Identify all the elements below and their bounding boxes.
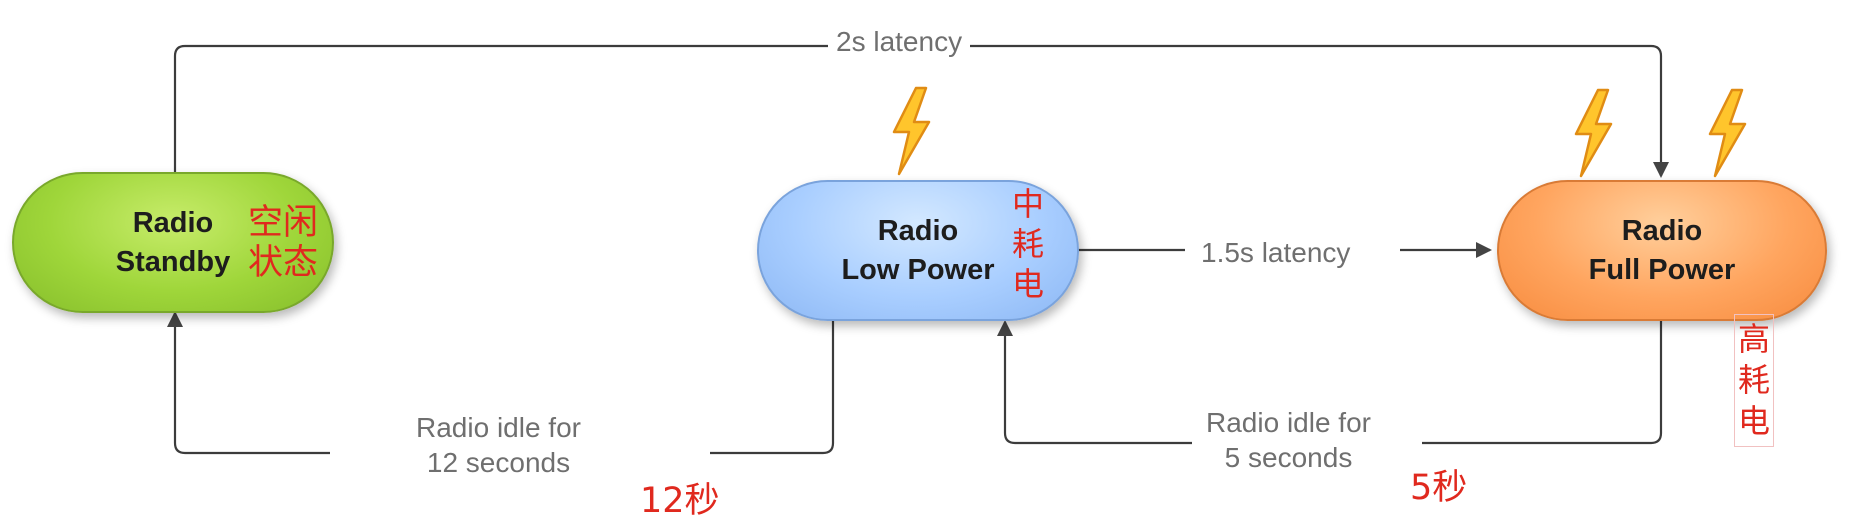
edge-full-to-low-arrow <box>997 320 1192 445</box>
annotation-line: 耗 <box>1012 225 1045 263</box>
edge-label-idle-5-seconds: Radio idle for 5 seconds <box>1198 405 1379 475</box>
annotation-line: 高 <box>1738 320 1771 358</box>
state-title: Radio <box>132 206 214 239</box>
state-radio-standby: Radio Standby <box>12 172 334 313</box>
annotation-standby: 空闲 状态 <box>248 203 318 283</box>
annotation-line: 电 <box>1012 265 1045 303</box>
state-title: Radio <box>1621 214 1703 247</box>
annotation-low-power: 中 耗 电 <box>1012 184 1044 304</box>
annotation-line: 电 <box>1738 402 1771 440</box>
state-title: Radio <box>877 214 959 247</box>
edge-label-line: 12 seconds <box>426 447 571 478</box>
lightning-bolt-icon <box>1574 88 1613 178</box>
edge-full-to-low-line <box>1422 318 1663 445</box>
annotation-line: 空闲 <box>248 203 319 243</box>
state-radio-full-power: Radio Full Power <box>1497 180 1827 321</box>
annotation-line: 耗 <box>1738 361 1771 399</box>
lightning-bolt-icon <box>892 86 931 176</box>
annotation-full-power: 高 耗 电 <box>1734 314 1775 447</box>
edge-label-line: 5 seconds <box>1224 442 1353 473</box>
edge-label-1-5s-latency: 1.5s latency <box>1193 235 1359 270</box>
state-subtitle: Full Power <box>1588 253 1736 286</box>
annotation-5-seconds: 5秒 <box>1410 468 1468 508</box>
lightning-bolt-icon <box>1708 88 1747 178</box>
edge-label-line: Radio idle for <box>1206 407 1371 438</box>
annotation-line: 状态 <box>248 243 319 283</box>
edge-label-2s-latency: 2s latency <box>828 24 971 59</box>
state-radio-low-power: Radio Low Power <box>757 180 1079 321</box>
edge-label-line: Radio idle for <box>416 412 581 443</box>
edge-low-to-standby-arrow <box>167 311 330 455</box>
edge-low-to-standby-line <box>710 318 835 455</box>
state-subtitle: Standby <box>115 245 231 278</box>
annotation-line: 中 <box>1012 185 1045 223</box>
annotation-12-seconds: 12秒 <box>640 481 720 521</box>
state-subtitle: Low Power <box>841 253 995 286</box>
edge-label-idle-12-seconds: Radio idle for 12 seconds <box>408 410 589 480</box>
